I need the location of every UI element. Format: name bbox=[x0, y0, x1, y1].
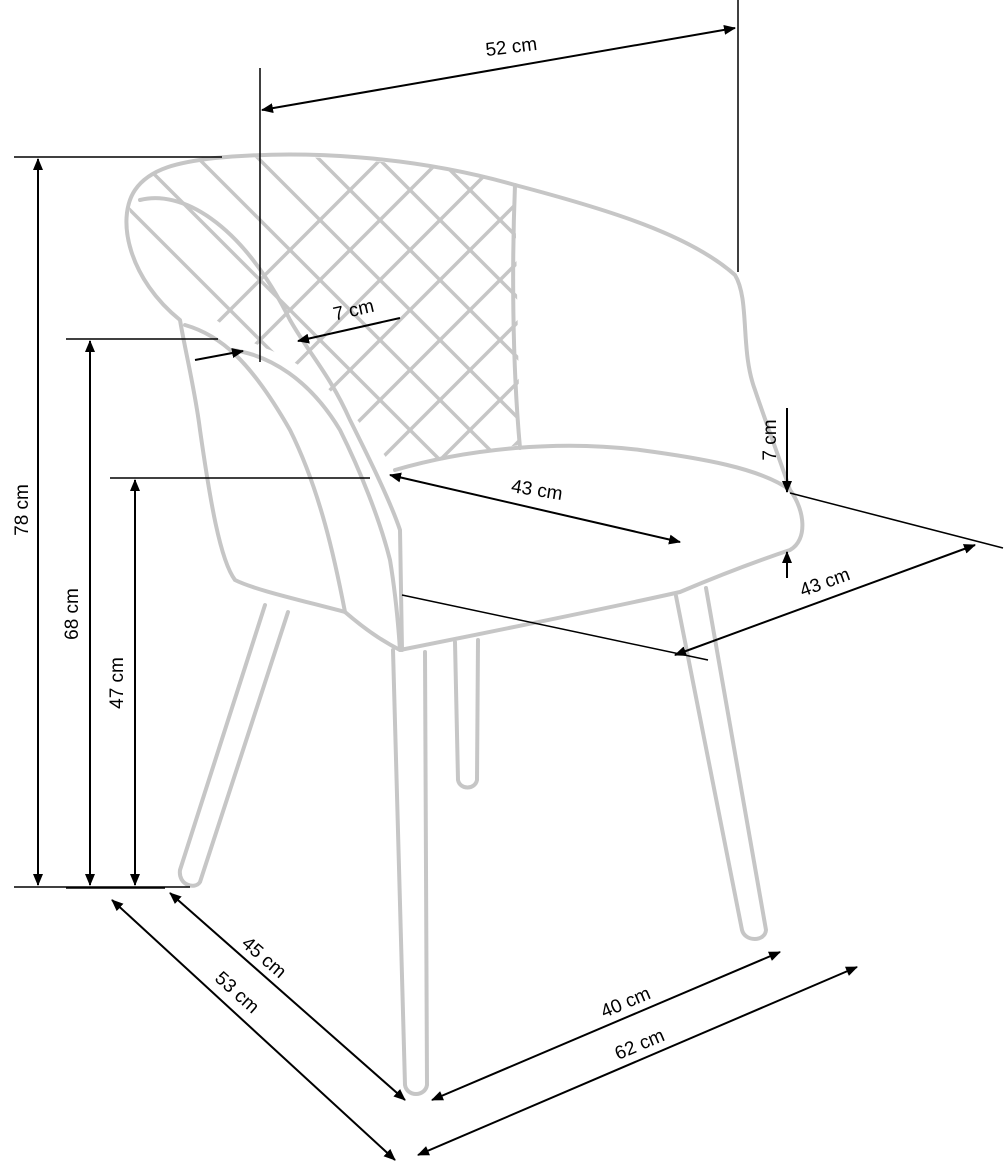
label-62: 62 cm bbox=[612, 1025, 668, 1065]
label-7-armrest-height: 7 cm bbox=[760, 419, 781, 460]
dim-line-45 bbox=[169, 892, 406, 1101]
dimension-lines bbox=[33, 24, 976, 1161]
label-68: 68 cm bbox=[62, 588, 83, 640]
leg-back-center bbox=[453, 638, 480, 790]
dim-line-52 bbox=[261, 24, 736, 114]
dim-line-7-top-left bbox=[194, 348, 244, 361]
dim-line-53 bbox=[111, 899, 396, 1161]
extension-lines bbox=[14, 0, 1004, 889]
leg-front-left bbox=[177, 603, 290, 888]
dim-line-43-width bbox=[674, 544, 976, 656]
dim-line-43-seat bbox=[389, 472, 681, 545]
label-43-seat-width: 43 cm bbox=[797, 564, 853, 601]
seat-edge bbox=[393, 443, 792, 492]
armrest-seam bbox=[183, 323, 347, 614]
leg-front-center bbox=[391, 648, 429, 1096]
back-panel-side bbox=[511, 183, 522, 450]
backrest-inner-edge bbox=[138, 196, 404, 652]
leg-right bbox=[674, 586, 768, 941]
dim-line-40 bbox=[431, 951, 781, 1101]
label-47: 47 cm bbox=[107, 657, 128, 709]
label-52: 52 cm bbox=[484, 34, 538, 61]
label-78: 78 cm bbox=[12, 484, 33, 536]
chair-outline bbox=[124, 152, 805, 1096]
dim-line-7-top-right bbox=[297, 317, 401, 344]
label-43-seat-depth: 43 cm bbox=[510, 476, 564, 505]
dim-line-62 bbox=[417, 966, 858, 1156]
backrest-outer bbox=[124, 152, 805, 652]
label-53: 53 cm bbox=[210, 968, 263, 1018]
armrest-front bbox=[230, 348, 402, 652]
